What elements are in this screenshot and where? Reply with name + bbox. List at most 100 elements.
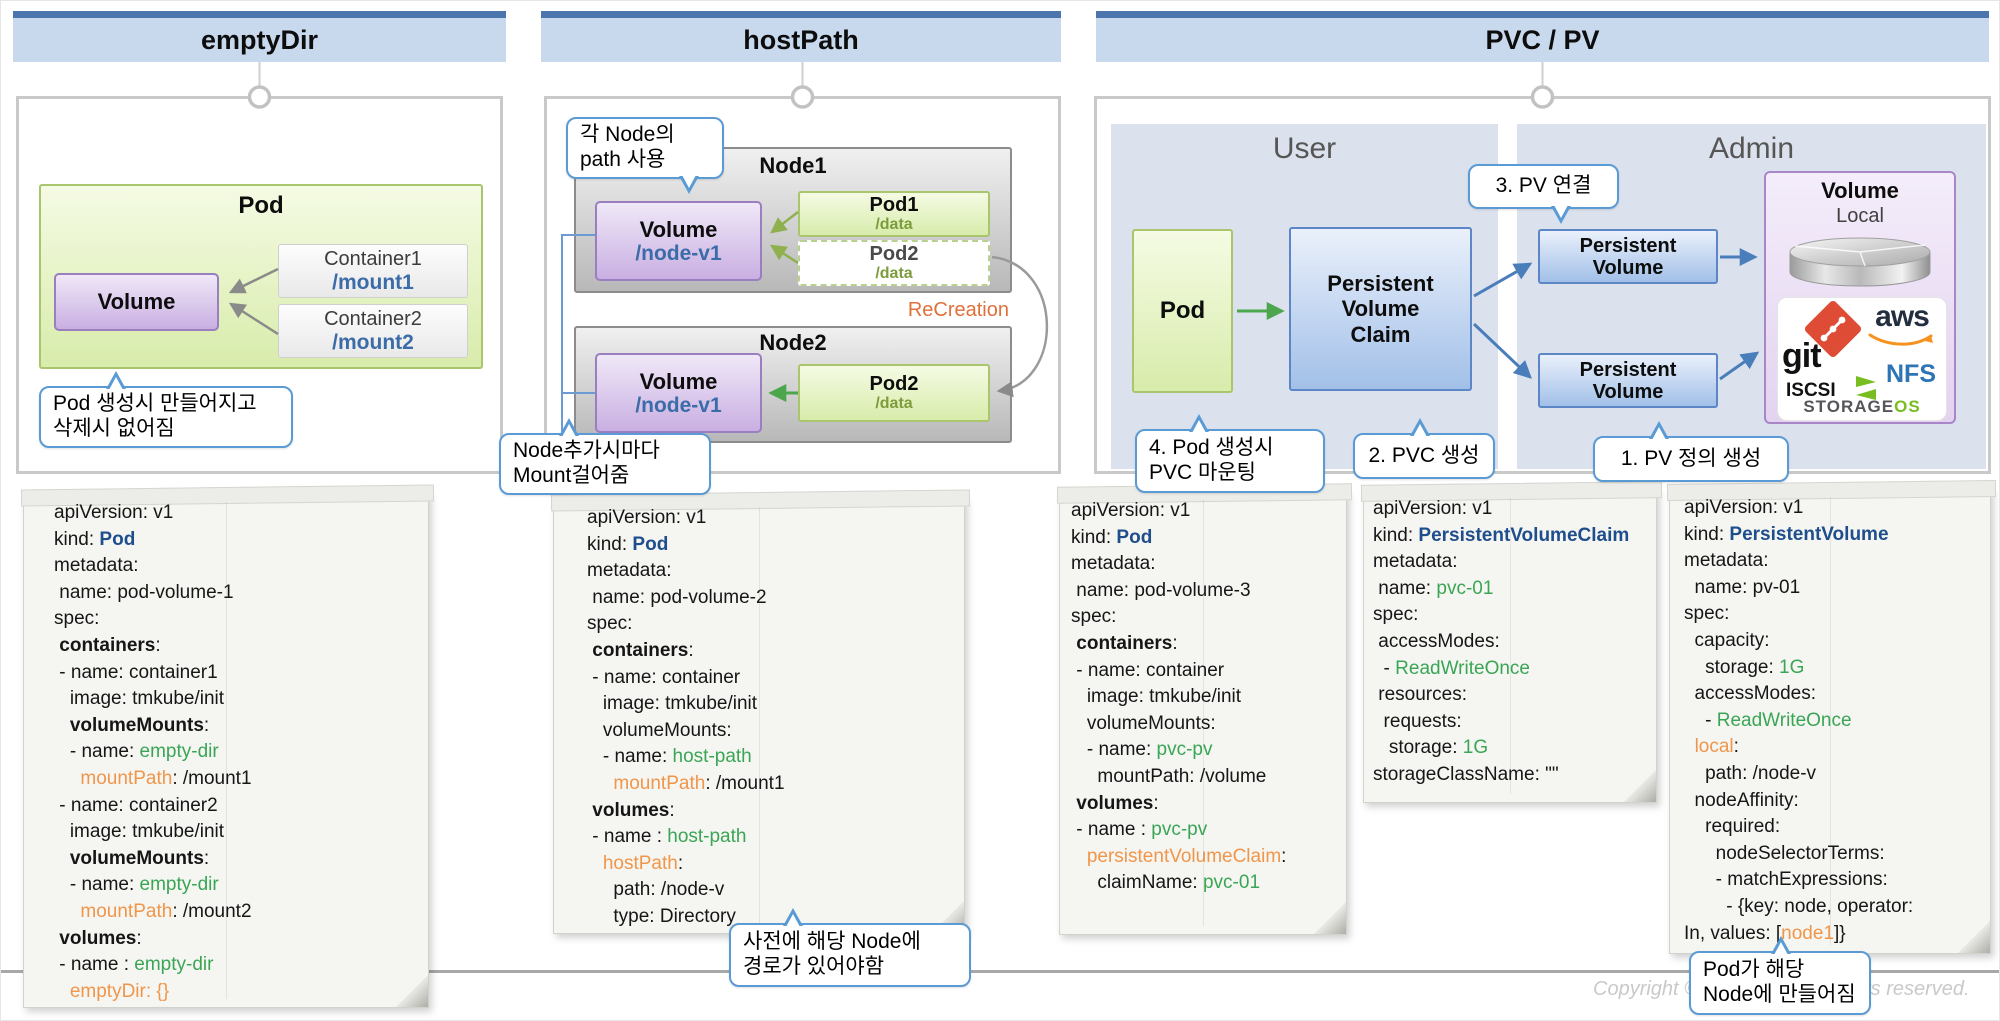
container1-box: Container1 /mount1 bbox=[278, 244, 468, 298]
copyright-left: Copyright © bbox=[1593, 978, 1699, 1000]
node-label: Node2 bbox=[759, 330, 827, 355]
code-line: name: pv-01 bbox=[1684, 576, 1801, 598]
code-line: - name: container1 bbox=[54, 661, 218, 683]
code-line: name: pod-volume-3 bbox=[1071, 579, 1251, 601]
bubble-text: 4. Pod 생성시 PVC 마운팅 bbox=[1149, 436, 1274, 484]
pv-label: Persistent Volume bbox=[1579, 234, 1677, 279]
bubble-text: Pod가 해당 Node에 만들어짐 bbox=[1703, 958, 1856, 1006]
page-curl bbox=[1314, 902, 1346, 934]
pod-name: Pod1 bbox=[869, 194, 919, 217]
code-line: type: Directory bbox=[587, 905, 736, 927]
section-title: PVC / PV bbox=[1485, 24, 1600, 55]
aws-logo: aws bbox=[1864, 302, 1940, 358]
pv-node-bubble: Pod가 해당 Node에 만들어짐 bbox=[1689, 936, 1871, 1015]
container2-box: Container2 /mount2 bbox=[278, 304, 468, 358]
code-line: volumeMounts: bbox=[54, 714, 210, 736]
volume-path: /node-v1 bbox=[635, 242, 722, 266]
code-line: - name: host-path bbox=[587, 746, 752, 768]
code-line: - name : host-path bbox=[587, 826, 747, 848]
code-line: metadata: bbox=[1373, 551, 1458, 573]
code-line: - name: pvc-pv bbox=[1071, 739, 1213, 761]
code-line: storage: 1G bbox=[1373, 737, 1489, 759]
code-line: - name: container2 bbox=[54, 794, 218, 816]
code-line: containers: bbox=[1071, 632, 1178, 654]
code-line: mountPath: /mount1 bbox=[80, 767, 252, 789]
code-line: volumeMounts: bbox=[54, 847, 210, 869]
storage-logos-box: git aws NFS ISCSI STORAGEOS bbox=[1777, 297, 1947, 421]
pvc-box: Persistent Volume Claim bbox=[1289, 227, 1472, 391]
code-line: containers: bbox=[587, 639, 694, 661]
code-line: resources: bbox=[1373, 684, 1467, 706]
code-line: accessModes: bbox=[1373, 630, 1500, 652]
code-line: apiVersion: v1 bbox=[1071, 500, 1191, 521]
code-line: mountPath: /mount1 bbox=[613, 772, 785, 794]
code-line: mountPath: /mount2 bbox=[80, 900, 252, 922]
code-line: emptyDir: {} bbox=[69, 980, 170, 1002]
section-header-pvc-pv: PVC / PV bbox=[1096, 11, 1989, 62]
code-line: nodeAffinity: bbox=[1684, 789, 1799, 811]
code-line: storage: 1G bbox=[1684, 656, 1805, 678]
code-line: nodeSelectorTerms: bbox=[1684, 842, 1885, 864]
node1-pod2-box: Pod2 /data bbox=[798, 240, 990, 286]
pv-connect-bubble: 3. PV 연결 bbox=[1468, 164, 1619, 224]
pv1-box: Persistent Volume bbox=[1538, 229, 1718, 284]
code-line: volumes: bbox=[1071, 792, 1159, 814]
code-line: - matchExpressions: bbox=[1684, 869, 1888, 891]
code-line: image: tmkube/init bbox=[54, 688, 225, 710]
code-line: kind: Pod bbox=[1071, 526, 1153, 548]
hostpath-precreate-bubble: 사전에 해당 Node에 경로가 있어야함 bbox=[729, 908, 971, 987]
pod-path: /data bbox=[875, 265, 913, 283]
recreation-label: ReCreation bbox=[907, 299, 1009, 321]
code-line: spec: bbox=[587, 613, 633, 635]
footer-divider bbox=[1, 970, 1999, 973]
code-line: spec: bbox=[1684, 603, 1730, 625]
volume-subtitle: Local bbox=[1836, 205, 1884, 228]
code-line: hostPath: bbox=[602, 852, 684, 874]
node1-volume-box: Volume /node-v1 bbox=[595, 201, 762, 281]
code-line: apiVersion: v1 bbox=[1373, 498, 1493, 519]
pod-label: Pod bbox=[1159, 297, 1206, 325]
emptydir-volume-box: Volume bbox=[54, 273, 219, 331]
code-line: volumeMounts: bbox=[1071, 712, 1216, 734]
code-line: containers: bbox=[54, 634, 161, 656]
section-title: hostPath bbox=[743, 24, 859, 55]
pvc-pod-box: Pod bbox=[1132, 229, 1233, 393]
node2-pod2-box: Pod2 /data bbox=[798, 364, 990, 422]
iscsi-logo-text: ISCSI bbox=[1786, 380, 1836, 401]
code-line: mountPath: /volume bbox=[1071, 765, 1267, 787]
container-name: Container2 bbox=[324, 308, 422, 331]
emptydir-note-bubble: Pod 생성시 만들어지고 삭제시 없어짐 bbox=[39, 371, 293, 448]
pvc-create-bubble: 2. PVC 생성 bbox=[1353, 418, 1495, 479]
code-line: accessModes: bbox=[1684, 683, 1816, 705]
bubble-text: 1. PV 정의 생성 bbox=[1620, 446, 1762, 470]
disk-icon bbox=[1789, 237, 1931, 287]
code-line: metadata: bbox=[1071, 553, 1156, 575]
volume-title: Volume bbox=[1821, 178, 1899, 203]
code-line: volumeMounts: bbox=[587, 719, 732, 741]
code-line: apiVersion: v1 bbox=[587, 507, 707, 528]
code-line: volumes: bbox=[587, 799, 675, 821]
code-line: - name : pvc-pv bbox=[1071, 819, 1208, 841]
pvc-label: Persistent Volume Claim bbox=[1327, 271, 1434, 347]
code-line: - name: container bbox=[587, 666, 741, 688]
code-line: kind: Pod bbox=[587, 533, 669, 555]
storageos-logo-text: STORAGEOS bbox=[1803, 397, 1921, 416]
node2-volume-box: Volume /node-v1 bbox=[595, 353, 762, 433]
pod-name: Pod2 bbox=[869, 243, 919, 266]
code-line: apiVersion: v1 bbox=[1684, 497, 1804, 518]
code-line: claimName: pvc-01 bbox=[1071, 872, 1261, 894]
nfs-logo-text: NFS bbox=[1886, 360, 1936, 388]
volume-path: /node-v1 bbox=[635, 394, 722, 418]
bubble-text: 사전에 해당 Node에 경로가 있어야함 bbox=[743, 930, 921, 978]
aws-smile-icon bbox=[1868, 333, 1933, 346]
pod-mount-bubble: 4. Pod 생성시 PVC 마운팅 bbox=[1135, 414, 1325, 493]
bubble-text: Pod 생성시 만들어지고 삭제시 없어짐 bbox=[53, 392, 257, 440]
code-line: required: bbox=[1684, 816, 1781, 838]
aws-logo-text: aws bbox=[1875, 300, 1930, 333]
code-line: persistentVolumeClaim: bbox=[1086, 845, 1287, 867]
hostpath-node-path-bubble: 각 Node의 path 사용 bbox=[566, 117, 724, 194]
